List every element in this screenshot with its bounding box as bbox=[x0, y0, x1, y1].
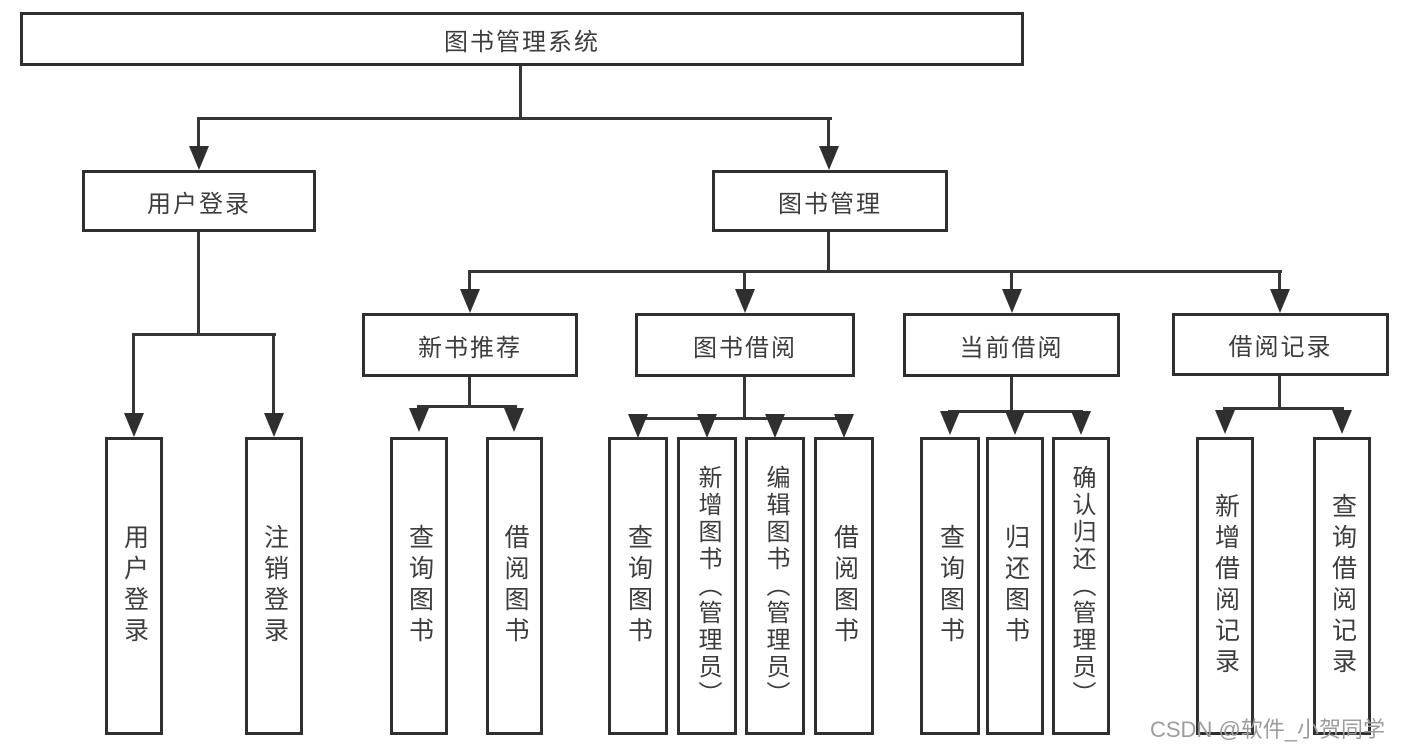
leaf-borrowing-borrow-books-label: 借阅图书 bbox=[830, 524, 859, 648]
connector-line bbox=[1278, 376, 1281, 410]
arrow-down-icon bbox=[1332, 410, 1352, 434]
node-book-management-label: 图书管理 bbox=[778, 190, 882, 218]
arrow-down-icon bbox=[1270, 289, 1290, 313]
arrow-down-icon bbox=[460, 289, 480, 313]
arrow-down-icon bbox=[735, 289, 755, 313]
connector-line bbox=[468, 270, 1282, 273]
node-borrowing-records: 借阅记录 bbox=[1172, 313, 1389, 376]
connector-line bbox=[417, 405, 517, 408]
leaf-logout: 注销登录 bbox=[245, 437, 303, 735]
arrow-down-icon bbox=[504, 408, 524, 432]
watermark: CSDN @软件_小贺同学 bbox=[1150, 717, 1386, 742]
node-new-book-recommend: 新书推荐 bbox=[362, 313, 578, 377]
connector-line bbox=[468, 270, 471, 292]
connector-line bbox=[1010, 270, 1013, 292]
node-book-management: 图书管理 bbox=[712, 170, 948, 232]
node-current-borrowing: 当前借阅 bbox=[903, 313, 1120, 377]
arrow-down-icon bbox=[819, 146, 839, 170]
connector-line bbox=[197, 117, 200, 150]
arrow-down-icon bbox=[189, 146, 209, 170]
connector-line bbox=[197, 232, 200, 336]
node-book-borrowing: 图书借阅 bbox=[635, 313, 855, 377]
connector-line bbox=[743, 377, 746, 420]
leaf-records-query-record-label: 查询借阅记录 bbox=[1328, 493, 1357, 679]
connector-line bbox=[468, 377, 471, 408]
connector-line bbox=[272, 333, 275, 415]
leaf-borrowing-edit-books-admin: 编辑图书（管理员） bbox=[745, 437, 805, 735]
arrow-down-icon bbox=[409, 408, 429, 432]
arrow-down-icon bbox=[1071, 411, 1091, 435]
arrow-down-icon bbox=[264, 413, 284, 437]
leaf-borrowing-edit-books-admin-label: 编辑图书（管理员） bbox=[762, 464, 789, 708]
arrow-down-icon bbox=[1215, 410, 1235, 434]
connector-line bbox=[1010, 377, 1013, 413]
connector-line bbox=[1278, 270, 1281, 292]
connector-line bbox=[827, 117, 830, 150]
connector-line bbox=[132, 333, 276, 336]
leaf-recommend-query-books-label: 查询图书 bbox=[405, 524, 434, 648]
node-current-borrowing-label: 当前借阅 bbox=[959, 334, 1064, 362]
connector-line bbox=[1223, 407, 1344, 410]
leaf-recommend-borrow-books: 借阅图书 bbox=[486, 437, 543, 735]
arrow-down-icon bbox=[940, 411, 960, 435]
leaf-current-query-books-label: 查询图书 bbox=[936, 524, 965, 648]
arrow-down-icon bbox=[1005, 411, 1025, 435]
arrow-down-icon bbox=[628, 414, 648, 438]
connector-line bbox=[132, 333, 135, 415]
leaf-borrowing-query-books-label: 查询图书 bbox=[624, 524, 653, 648]
connector-line bbox=[636, 417, 846, 420]
arrow-down-icon bbox=[765, 414, 785, 438]
leaf-borrowing-add-books-admin: 新增图书（管理员） bbox=[677, 437, 737, 735]
connector-line bbox=[519, 66, 522, 119]
leaf-current-query-books: 查询图书 bbox=[920, 437, 980, 735]
leaf-current-return-books-label: 归还图书 bbox=[1001, 524, 1030, 648]
node-borrowing-records-label: 借阅记录 bbox=[1228, 334, 1333, 361]
arrow-down-icon bbox=[1002, 289, 1022, 313]
node-new-book-recommend-label: 新书推荐 bbox=[418, 334, 522, 362]
leaf-user-login: 用户登录 bbox=[105, 437, 163, 735]
arrow-down-icon bbox=[124, 413, 144, 437]
arrow-down-icon bbox=[834, 414, 854, 438]
leaf-records-add-record-label: 新增借阅记录 bbox=[1211, 493, 1240, 679]
leaf-records-query-record: 查询借阅记录 bbox=[1313, 437, 1371, 735]
leaf-borrowing-add-books-admin-label: 新增图书（管理员） bbox=[694, 464, 721, 708]
leaf-current-confirm-return-admin-label: 确认归还（管理员） bbox=[1068, 464, 1095, 708]
node-book-borrowing-label: 图书借阅 bbox=[693, 334, 797, 362]
leaf-recommend-query-books: 查询图书 bbox=[390, 437, 448, 735]
leaf-logout-label: 注销登录 bbox=[260, 524, 289, 648]
connector-line bbox=[743, 270, 746, 292]
node-root: 图书管理系统 bbox=[20, 12, 1024, 66]
leaf-current-return-books: 归还图书 bbox=[986, 437, 1044, 735]
leaf-current-confirm-return-admin: 确认归还（管理员） bbox=[1052, 437, 1110, 735]
leaf-recommend-borrow-books-label: 借阅图书 bbox=[501, 524, 529, 648]
leaf-user-login-label: 用户登录 bbox=[120, 524, 149, 648]
connector-line bbox=[827, 232, 830, 273]
leaf-borrowing-borrow-books: 借阅图书 bbox=[814, 437, 874, 735]
leaf-records-add-record: 新增借阅记录 bbox=[1196, 437, 1254, 735]
connector-line bbox=[197, 117, 832, 120]
arrow-down-icon bbox=[697, 414, 717, 438]
leaf-borrowing-query-books: 查询图书 bbox=[608, 437, 668, 735]
node-user-login: 用户登录 bbox=[82, 170, 316, 232]
node-user-login-label: 用户登录 bbox=[147, 190, 251, 218]
node-root-label: 图书管理系统 bbox=[444, 28, 600, 56]
